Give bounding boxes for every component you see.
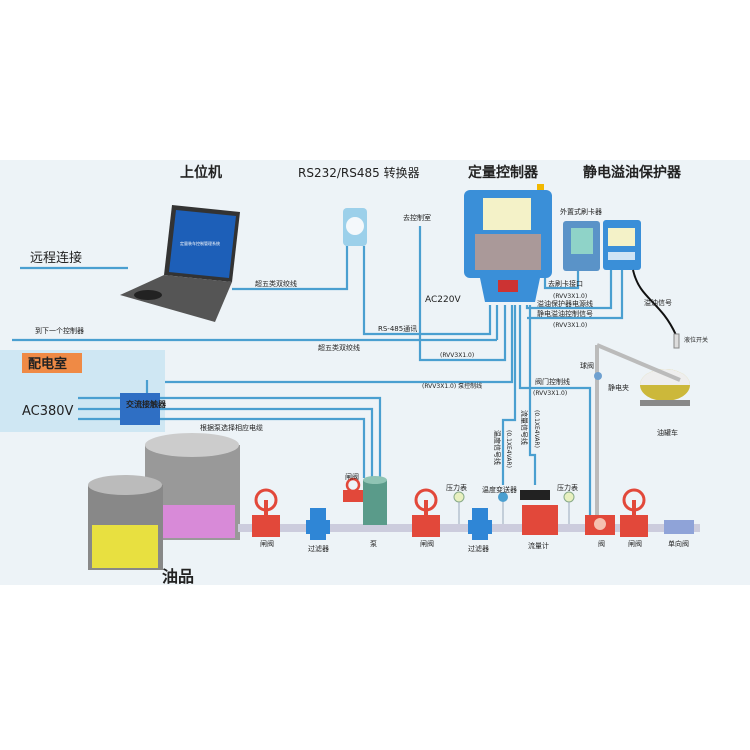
filter-icon xyxy=(306,508,330,540)
ac220-label: AC220V xyxy=(425,295,461,305)
laptop-icon: 定量装车控制管理系统 xyxy=(120,205,240,322)
title-converter: RS232/RS485 转换器 xyxy=(298,165,420,180)
flow-signal-wire xyxy=(528,305,537,485)
tanker-icon xyxy=(596,343,690,406)
control-room-wire xyxy=(418,226,507,362)
pressure-gauge-icon xyxy=(563,491,575,524)
quantitative-controller xyxy=(464,184,552,302)
remote-label: 远程连接 xyxy=(30,250,82,266)
title-protector: 静电溢油保护器 xyxy=(583,164,682,181)
gate-valve-icon xyxy=(252,488,280,537)
temp-signal-label: 温度信号线 xyxy=(493,430,502,465)
rs485-label: RS-485通讯 xyxy=(378,324,417,333)
pipeline-label: 过滤器 xyxy=(468,544,489,553)
power-cables xyxy=(78,396,382,478)
title-controller: 定量控制器 xyxy=(468,164,539,181)
rvvp-label-b: (0.1XE4VAR) xyxy=(533,410,540,448)
filter-icon xyxy=(468,508,492,540)
protector-power-wire xyxy=(525,270,613,310)
cat5-label-b: 超五类双绞线 xyxy=(318,343,360,352)
overflow-signal-label: 溢油信号 xyxy=(644,298,672,307)
contactor-box xyxy=(120,393,160,425)
pipeline-label: 闸阀 xyxy=(628,539,642,548)
card-reader-label: 外置式刷卡器 xyxy=(560,207,602,216)
pipeline-label: 闸阀 xyxy=(420,539,434,548)
pressure-gauge-label: 压力表 xyxy=(557,483,578,492)
title-host: 上位机 xyxy=(180,164,222,181)
temp-transmitter-label: 温度变送器 xyxy=(482,485,517,494)
pump-gate-valve-icon xyxy=(343,477,363,502)
ball-valve-icon xyxy=(594,372,602,380)
check-valve-icon xyxy=(664,520,694,534)
pump-icon xyxy=(363,476,387,525)
ball-valve-label: 球阀 xyxy=(580,361,594,370)
tanker-label: 油罐车 xyxy=(657,428,678,437)
pressure-gauge-icon xyxy=(453,491,465,524)
pump-valve-label: 闸阀 xyxy=(345,472,359,481)
pipeline-label: 闸阀 xyxy=(260,539,274,548)
pipeline-label: 过滤器 xyxy=(308,544,329,553)
static-clamp-label: 静电夹 xyxy=(608,383,629,392)
laptop-screen-text: 定量装车控制管理系统 xyxy=(180,240,220,246)
protector-power-label: 溢油保护器电源线 xyxy=(537,299,593,308)
static-signal-label: 静电溢油控制信号 xyxy=(537,309,593,318)
pipeline-label: 单向阀 xyxy=(668,539,689,548)
next-controller-label: 到下一个控制器 xyxy=(35,326,84,335)
valve-icon xyxy=(585,515,615,535)
oil-tanks-icon xyxy=(88,433,240,570)
static-overflow-protector-icon xyxy=(603,220,641,270)
card-reader-icon xyxy=(563,221,600,271)
card-port-wire xyxy=(543,271,580,290)
rvv-label-c: (RVV3X1.0) xyxy=(553,322,587,329)
flow-meter-icon xyxy=(520,490,558,535)
pump-control-wire xyxy=(147,305,514,384)
pipeline-label: 流量计 xyxy=(528,541,549,550)
pressure-gauge-label: 压力表 xyxy=(446,483,467,492)
contactor-label: 交流接触器 xyxy=(126,399,167,409)
ac380-label: AC380V xyxy=(22,404,74,419)
rvv-label-d: (RVV3X1.0) xyxy=(533,390,567,397)
cat5-label-a: 超五类双绞线 xyxy=(255,279,297,288)
flow-signal-label: 流量信号线 xyxy=(520,410,529,445)
cat5-wire-laptop xyxy=(232,246,349,291)
temp-signal-wire xyxy=(501,305,517,485)
oil-label: 油品 xyxy=(162,567,194,586)
to-control-room-label: 去控制室 xyxy=(403,213,431,222)
valve-control-wire xyxy=(518,305,592,520)
rvv-label-a: (RVV3X1.0) xyxy=(440,352,474,359)
pipeline-label: 泵 xyxy=(370,540,377,548)
rs485-wire xyxy=(362,246,492,336)
valve-control-label: 阀门控制线 xyxy=(535,377,570,386)
overflow-signal-cable xyxy=(632,269,677,336)
temperature-transmitter-icon xyxy=(498,492,508,524)
card-port-label: 去刷卡接口 xyxy=(548,279,583,288)
level-switch-label: 液位开关 xyxy=(684,336,708,344)
pipeline-label: 阀 xyxy=(598,539,605,548)
rvvp-label-a: (0.1XE4VAR) xyxy=(505,430,512,468)
pump-control-label: (RVV3X1.0) 泵控制线 xyxy=(422,382,482,390)
gate-valve-icon xyxy=(412,488,440,537)
static-signal-wire xyxy=(527,270,624,320)
rvv-label-b: (RVV3X1.0) xyxy=(553,293,587,300)
level-switch-icon xyxy=(673,333,680,349)
gate-valve-icon xyxy=(620,488,648,537)
cable-note-label: 根据泵选择相应电缆 xyxy=(200,423,263,432)
power-room-label: 配电室 xyxy=(28,356,67,372)
power-room-badge xyxy=(22,353,82,373)
rs232-rs485-converter-icon xyxy=(343,208,367,246)
